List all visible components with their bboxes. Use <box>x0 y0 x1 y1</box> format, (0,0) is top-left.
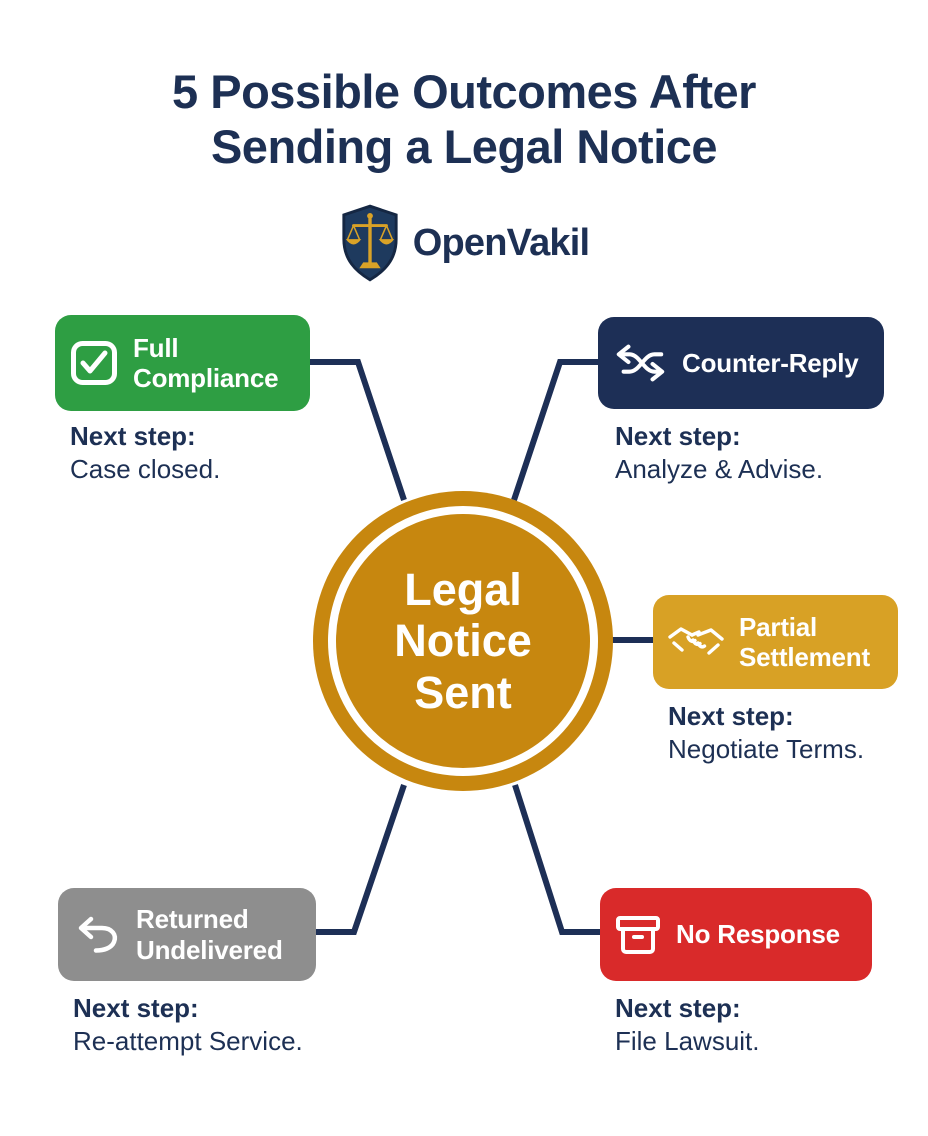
connector-line-full-compliance <box>310 359 407 501</box>
page-title-line1: 5 Possible Outcomes After <box>172 65 756 118</box>
outcome-card-partial-settlement: Partial Settlement <box>653 595 898 689</box>
connector-line-counter-reply <box>511 359 598 501</box>
outcome-card-full-compliance: Full Compliance <box>55 315 310 411</box>
outcome-card-no-response: No Response <box>600 888 872 981</box>
next-step-returned-undelivered: Next step: Re-attempt Service. <box>73 992 303 1059</box>
next-step-no-response: Next step: File Lawsuit. <box>615 992 760 1059</box>
center-label-line1: Legal <box>404 564 522 616</box>
outcome-card-returned-undelivered: Returned Undelivered <box>58 888 316 981</box>
page-title-line2: Sending a Legal Notice <box>210 120 718 174</box>
next-step-text: Analyze & Advise. <box>615 454 824 485</box>
next-step-counter-reply: Next step: Analyze & Advise. <box>615 420 823 487</box>
next-step-text: Re-attempt Service. <box>73 1026 303 1057</box>
brand-name-open: Open <box>412 221 508 264</box>
next-step-text: Negotiate Terms. <box>668 734 865 765</box>
center-node-label: Legal Notice Sent <box>394 564 532 718</box>
outcome-card-label: No Response <box>676 919 840 950</box>
next-step-text: File Lawsuit. <box>615 1026 760 1057</box>
archive-box-icon <box>616 915 660 954</box>
next-step-label: Next step: <box>615 421 741 451</box>
handshake-icon <box>668 627 724 655</box>
return-arrow-icon <box>78 916 118 953</box>
swap-arrows-icon <box>616 344 665 382</box>
brand-logo: OpenVakil <box>0 204 928 282</box>
next-step-label: Next step: <box>73 993 199 1023</box>
checkbox-check-icon <box>71 341 117 385</box>
center-node-legal-notice-sent: Legal Notice Sent <box>313 491 613 791</box>
brand-name: OpenVakil <box>413 222 590 265</box>
brand-name-vakil: Vakil <box>506 221 590 264</box>
page-title: 5 Possible Outcomes After Sending a Lega… <box>0 64 928 175</box>
connector-line-no-response <box>512 784 602 935</box>
connector-line-returned-undelivered <box>314 784 407 935</box>
outcome-card-counter-reply: Counter-Reply <box>598 317 884 409</box>
next-step-text: Case closed. <box>70 454 221 485</box>
center-label-line2: Notice <box>394 615 532 667</box>
next-step-full-compliance: Next step: Case closed. <box>70 420 220 487</box>
outcome-card-label: Returned Undelivered <box>136 904 283 965</box>
next-step-label: Next step: <box>70 421 196 451</box>
outcome-card-label: Counter-Reply <box>682 347 859 378</box>
next-step-partial-settlement: Next step: Negotiate Terms. <box>668 700 864 767</box>
outcome-card-label: Full Compliance <box>133 332 279 393</box>
scales-of-justice-shield-icon <box>342 204 398 282</box>
next-step-label: Next step: <box>615 993 741 1023</box>
center-label-line3: Sent <box>414 666 512 718</box>
next-step-label: Next step: <box>668 701 794 731</box>
outcome-card-label: Partial Settlement <box>739 611 870 672</box>
